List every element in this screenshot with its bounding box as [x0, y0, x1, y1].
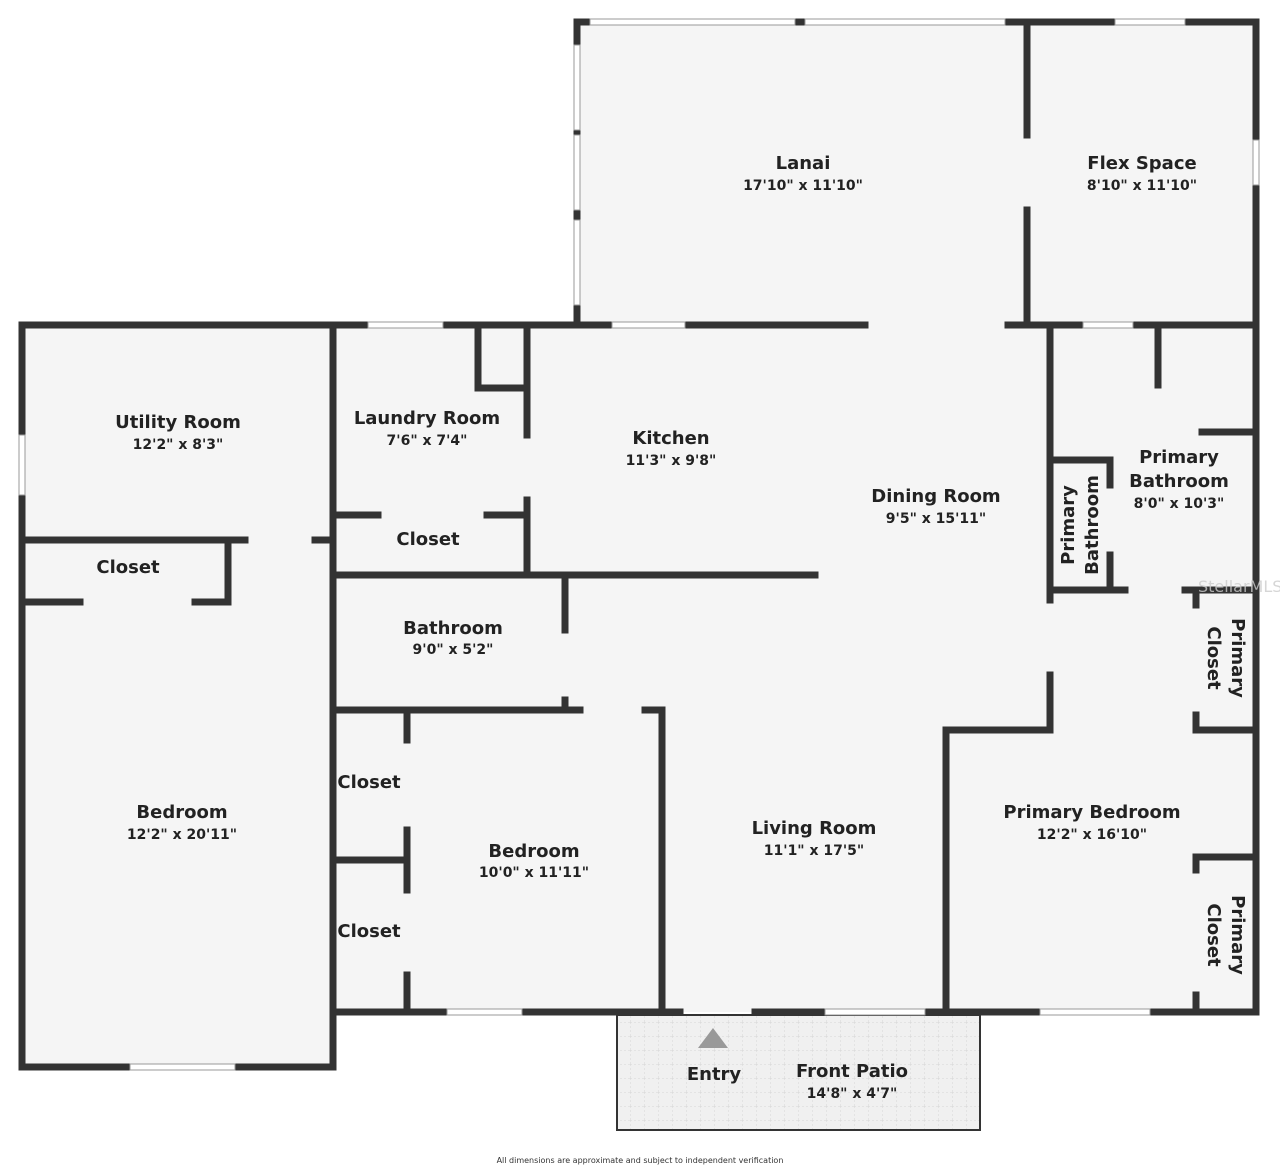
entry-label: Entry: [687, 1064, 742, 1085]
living-room-dims: 11'1" x 17'5": [764, 843, 864, 859]
primary-bathroom-small-name-1: Primary: [1058, 485, 1079, 565]
kitchen-dims: 11'3" x 9'8": [626, 453, 717, 469]
closet-lower-name: Closet: [337, 921, 401, 942]
primary-bathroom-dims: 8'0" x 10'3": [1134, 496, 1225, 512]
dining-room-name: Dining Room: [871, 486, 1000, 507]
primary-closet-1-name-2: Closet: [1203, 626, 1224, 690]
primary-bathroom-small-name-2: Bathroom: [1082, 475, 1103, 575]
footer-disclaimer: All dimensions are approximate and subje…: [497, 1156, 784, 1165]
windows: [18, 18, 1260, 1071]
primary-closet-2-name-1: Primary: [1227, 895, 1248, 975]
flex-space-dims: 8'10" x 11'10": [1087, 178, 1197, 194]
dining-room-dims: 9'5" x 15'11": [886, 511, 986, 527]
lanai-name: Lanai: [776, 153, 831, 174]
lanai-dims: 17'10" x 11'10": [743, 178, 863, 194]
front-patio-name: Front Patio: [796, 1061, 908, 1082]
bathroom-name: Bathroom: [403, 618, 503, 639]
primary-closet-1-name-1: Primary: [1227, 618, 1248, 698]
primary-bedroom-dims: 12'2" x 16'10": [1037, 827, 1147, 843]
flex-space-name: Flex Space: [1087, 153, 1196, 174]
laundry-room-dims: 7'6" x 7'4": [387, 433, 468, 449]
watermark: StellarMLS: [1198, 577, 1280, 596]
living-room-name: Living Room: [752, 818, 877, 839]
bathroom-dims: 9'0" x 5'2": [413, 642, 494, 658]
laundry-room-name: Laundry Room: [354, 408, 500, 429]
bedroom-left-dims: 12'2" x 20'11": [127, 827, 237, 843]
entry-arrow-icon: [698, 1028, 728, 1048]
front-patio-floor: [616, 1014, 981, 1131]
utility-room-name: Utility Room: [115, 412, 241, 433]
front-patio-dims: 14'8" x 4'7": [807, 1086, 898, 1102]
kitchen-name: Kitchen: [632, 428, 709, 449]
closet-upper-name: Closet: [337, 772, 401, 793]
primary-bathroom-name-1: Primary: [1139, 447, 1219, 468]
utility-closet-name: Closet: [96, 557, 160, 578]
bedroom-left-name: Bedroom: [136, 802, 227, 823]
laundry-closet-name: Closet: [396, 529, 460, 550]
utility-room-dims: 12'2" x 8'3": [133, 437, 224, 453]
primary-closet-2-name-2: Closet: [1203, 903, 1224, 967]
primary-bedroom-name: Primary Bedroom: [1003, 802, 1180, 823]
primary-bathroom-name-2: Bathroom: [1129, 471, 1229, 492]
bedroom-middle-name: Bedroom: [488, 841, 579, 862]
bedroom-middle-dims: 10'0" x 11'11": [479, 865, 589, 881]
room-labels: Lanai 17'10" x 11'10" Flex Space 8'10" x…: [96, 153, 1248, 1102]
